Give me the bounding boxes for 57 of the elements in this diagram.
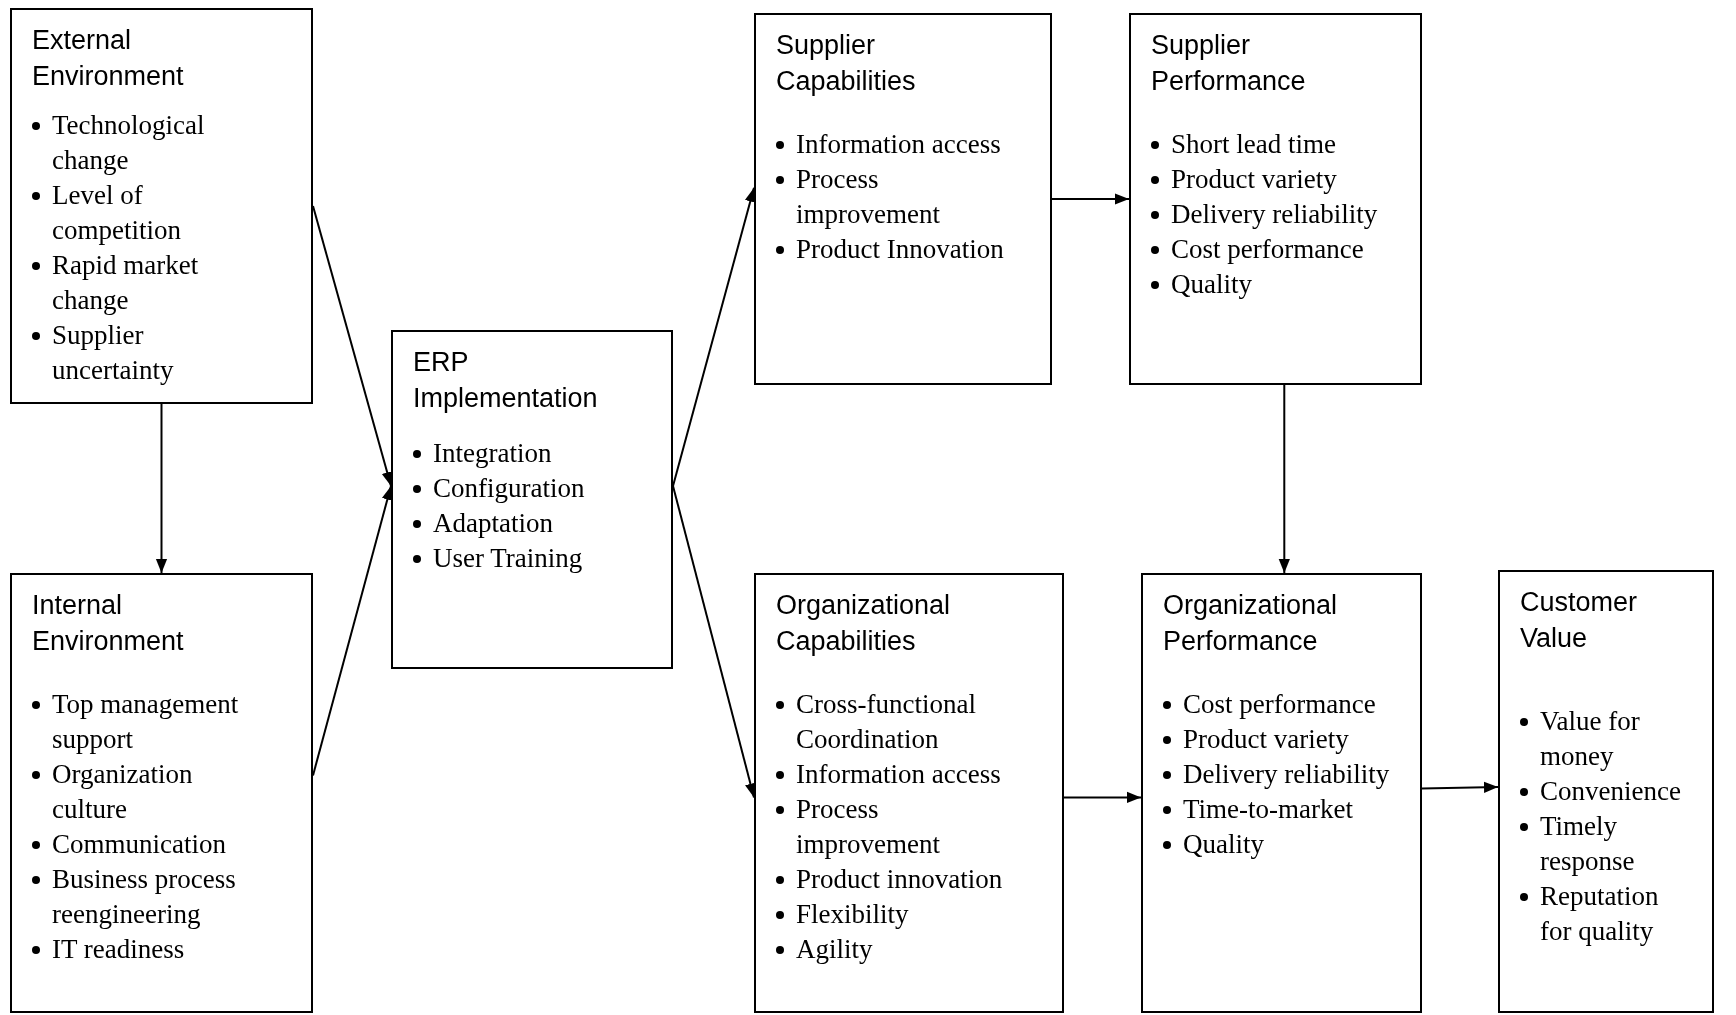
bullet-item: Quality <box>1183 828 1265 861</box>
bullet-item: IT readiness <box>52 933 186 966</box>
bullet-item: Information access <box>796 758 1002 791</box>
bullet-item: Supplier uncertainty <box>52 319 175 387</box>
factor-box <box>1141 573 1422 1013</box>
bullet-item: Short lead time <box>1171 128 1337 161</box>
bullet-item: Information access <box>796 128 1002 161</box>
bullet-item: Product innovation <box>796 863 1004 896</box>
box-heading: ERP Implementation <box>413 346 599 415</box>
bullet-item: Quality <box>1171 268 1253 301</box>
box-heading: Supplier Capabilities <box>776 29 917 98</box>
factor-box <box>391 330 673 669</box>
bullet-item: Adaptation <box>433 507 554 540</box>
bullet-item: Business process reengineering <box>52 863 237 931</box>
factor-box <box>1129 13 1422 385</box>
bullet-item: Product variety <box>1183 723 1350 756</box>
bullet-item: Cost performance <box>1183 688 1377 721</box>
bullet-item: Top management support <box>52 688 240 756</box>
bullet-item: Time-to-market <box>1183 793 1354 826</box>
box-heading: Internal Environment <box>32 589 185 658</box>
bullet-item: Delivery reliability <box>1183 758 1391 791</box>
bullet-item: Organization culture <box>52 758 194 826</box>
bullet-item: Agility <box>796 933 874 966</box>
bullet-item: Product Innovation <box>796 233 1005 266</box>
bullet-item: Value for money <box>1540 705 1641 773</box>
arrow <box>155 403 168 574</box>
box-heading: Organizational Capabilities <box>776 589 952 658</box>
bullet-item: Flexibility <box>796 898 910 931</box>
bullet-item: Configuration <box>433 472 586 505</box>
bullet-item: Reputation for quality <box>1540 880 1660 948</box>
factor-box <box>10 573 313 1013</box>
bullet-item: Communication <box>52 828 227 861</box>
bullet-item: Rapid market change <box>52 249 200 317</box>
arrow <box>1063 791 1142 803</box>
box-heading: Supplier Performance <box>1151 29 1307 98</box>
bullet-item: Timely response <box>1540 810 1636 878</box>
bullet-item: Process improvement <box>796 793 941 861</box>
bullet-item: User Training <box>433 542 584 575</box>
bullet-item: Cross-functional Coordination <box>796 688 977 756</box>
bullet-item: Process improvement <box>796 163 941 231</box>
arrow <box>1278 384 1290 574</box>
bullet-item: Delivery reliability <box>1171 198 1379 231</box>
arrow <box>1421 781 1499 793</box>
bullet-item: Technological change <box>52 109 206 177</box>
bullet-item: Convenience <box>1540 775 1682 808</box>
factor-box <box>754 13 1052 385</box>
factor-box <box>754 573 1064 1013</box>
box-heading: Customer Value <box>1520 586 1639 655</box>
arrow <box>1051 193 1130 205</box>
bullet-item: Product variety <box>1171 163 1338 196</box>
factor-box <box>10 8 313 404</box>
bullet-item: Integration <box>433 437 553 470</box>
box-heading: External Environment <box>32 24 185 93</box>
bullet-item: Cost performance <box>1171 233 1365 266</box>
box-heading: Organizational Performance <box>1163 589 1339 658</box>
factor-box <box>1498 570 1714 1013</box>
bullet-item: Level of competition <box>52 179 182 247</box>
